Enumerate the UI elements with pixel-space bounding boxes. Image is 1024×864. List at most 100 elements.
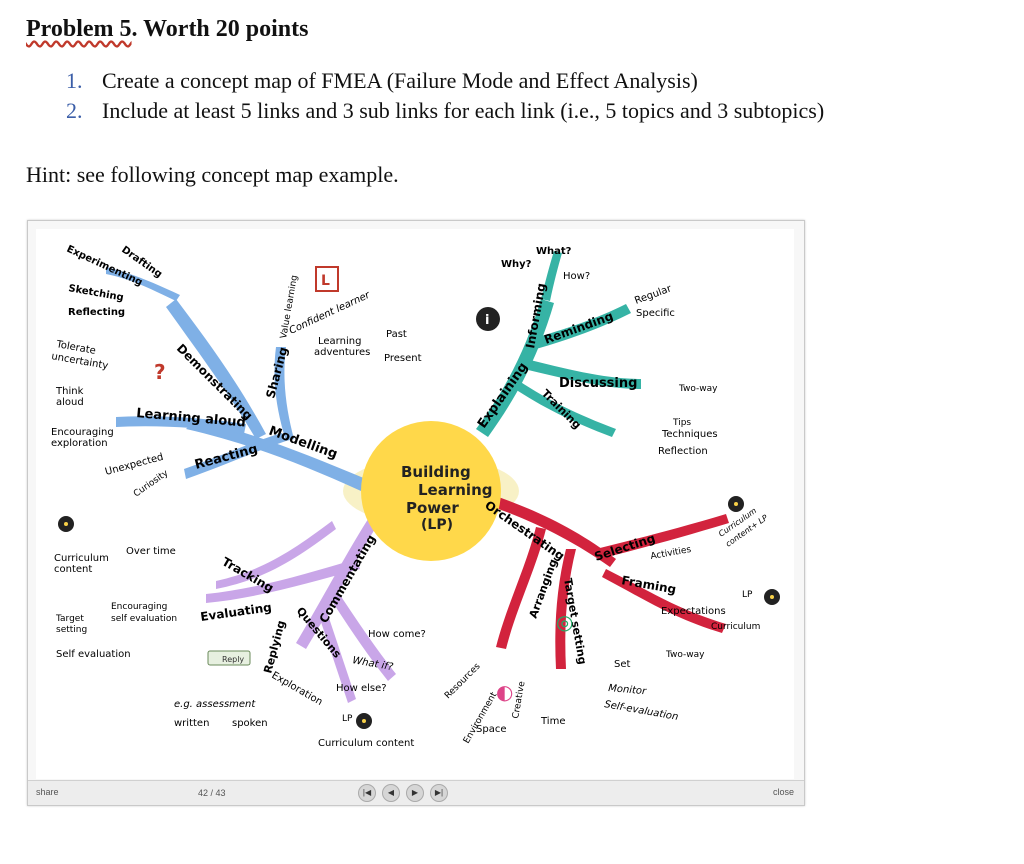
slide-viewer: Building Learning Power (LP) Modelling D… — [27, 220, 805, 806]
leaf-techniques: Techniques — [661, 429, 718, 440]
first-slide-button[interactable]: |◀ — [358, 784, 376, 802]
leaf-setting: setting — [56, 625, 87, 635]
leaf-written: written — [174, 718, 209, 729]
center-power: Power — [406, 499, 459, 517]
branch-reminding: Reminding — [542, 309, 615, 347]
center-learning: Learning — [418, 481, 493, 499]
problem-points: . Worth 20 points — [131, 16, 309, 42]
branch-explaining: Explaining — [475, 360, 531, 431]
problem-number: Problem 5 — [26, 16, 132, 42]
leaf-creative: Creative — [511, 680, 527, 719]
item-text: Include at least 5 links and 3 sub links… — [102, 98, 825, 123]
page-indicator: 42 / 43 — [198, 788, 226, 798]
reply-button-icon — [207, 650, 251, 666]
item-number: 2. — [66, 98, 83, 123]
concept-map-image: Building Learning Power (LP) Modelling D… — [36, 229, 794, 779]
leaf-specific: Specific — [636, 308, 675, 319]
leaf-sketching: Sketching — [67, 283, 124, 304]
leaf-past: Past — [386, 329, 407, 340]
leaf-monitor: Monitor — [608, 683, 648, 697]
concept-map: Building Learning Power (LP) Modelling D… — [50, 244, 780, 749]
leaf-aloud: aloud — [56, 397, 84, 408]
item-number: 1. — [66, 68, 83, 93]
info-icon-letter: i — [485, 313, 489, 328]
planet-icon: ◐ — [496, 680, 513, 704]
leaf-how: How? — [563, 271, 590, 282]
leaf-resources: Resources — [443, 661, 483, 701]
leaf-target: Target — [55, 614, 84, 624]
problem-title: Problem 5. Worth 20 points — [26, 16, 308, 43]
leaf-learning: Learning — [318, 336, 361, 347]
leaf-tips: Tips — [672, 418, 691, 428]
leaf-what: What? — [536, 246, 572, 257]
leaf-why: Why? — [501, 259, 532, 270]
leaf-uncertainty: uncertainty — [50, 351, 109, 372]
leaf-activities: Activities — [650, 545, 692, 562]
cd-icon-left-center — [64, 522, 68, 526]
leaf-expectations: Expectations — [661, 606, 726, 617]
leaf-how-come: How come? — [368, 629, 426, 640]
leaf-what-if: What if? — [351, 655, 394, 673]
last-slide-button[interactable]: ▶| — [430, 784, 448, 802]
l-plate-icon — [315, 266, 339, 292]
leaf-two-way: Two-way — [678, 384, 718, 394]
leaf-two-way-2: Two-way — [665, 650, 705, 660]
leaf-self-evaluation-r: Self-evaluation — [603, 699, 679, 723]
item-text: Create a concept map of FMEA (Failure Mo… — [102, 68, 698, 93]
leaf-time: Time — [540, 716, 565, 727]
leaf-lp-bottom: LP — [342, 714, 353, 724]
cd-icon-right-center — [770, 595, 774, 599]
leaf-encouraging: Encouraging — [51, 427, 114, 438]
leaf-self-evaluation-l: self evaluation — [111, 614, 177, 624]
leaf-reflecting: Reflecting — [68, 307, 125, 318]
prev-slide-button[interactable]: ◀ — [382, 784, 400, 802]
branch-discussing: Discussing — [559, 376, 637, 391]
instruction-item-1: 1. Create a concept map of FMEA (Failure … — [66, 68, 698, 94]
leaf-curriculum-r: Curriculum — [711, 622, 760, 632]
branch-selecting: Selecting — [593, 531, 657, 564]
cd-icon-bottom-center — [362, 719, 366, 723]
leaf-adventures: adventures — [314, 347, 370, 358]
leaf-reflection: Reflection — [658, 446, 708, 457]
leaf-encouraging-2: Encouraging — [111, 602, 167, 612]
slide-nav: |◀ ◀ ▶ ▶| — [358, 784, 448, 802]
leaf-curriculum-content: Curriculum content — [318, 738, 414, 749]
branch-exploration: Exploration — [270, 670, 325, 708]
l-plate-letter: L — [321, 273, 330, 289]
leaf-content-1: content — [54, 564, 92, 575]
center-lp: (LP) — [421, 517, 453, 533]
question-mark-icon: ? — [154, 360, 166, 384]
leaf-curriculum-1: Curriculum — [54, 553, 109, 564]
branch-sharing: Sharing — [263, 345, 290, 399]
leaf-present: Present — [384, 353, 422, 364]
cd-icon-top-right-center — [734, 502, 738, 506]
next-slide-button[interactable]: ▶ — [406, 784, 424, 802]
leaf-set: Set — [614, 659, 631, 670]
share-button[interactable]: share — [36, 787, 59, 797]
leaf-space: Space — [476, 724, 506, 735]
leaf-over-time: Over time — [126, 546, 176, 557]
instruction-item-2: 2. Include at least 5 links and 3 sub lin… — [66, 98, 824, 124]
reply-label: Reply — [222, 655, 244, 664]
center-building: Building — [401, 463, 471, 481]
leaf-lp-right: LP — [742, 590, 753, 600]
leaf-eg-assessment: e.g. assessment — [174, 699, 256, 710]
branch-evaluating: Evaluating — [199, 600, 272, 624]
viewer-toolbar: share 42 / 43 |◀ ◀ ▶ ▶| close — [28, 780, 804, 805]
leaf-environment: Environment — [462, 690, 500, 745]
leaf-regular: Regular — [633, 283, 674, 307]
leaf-curiosity: Curiosity — [132, 468, 171, 499]
branch-reacting: Reacting — [193, 442, 259, 473]
leaf-confident-learner: Confident learner — [288, 289, 373, 336]
hint-text: Hint: see following concept map example. — [26, 162, 399, 187]
leaf-spoken: spoken — [232, 718, 268, 729]
branch-replying: Replying — [261, 619, 288, 675]
leaf-think: Think — [55, 386, 84, 397]
info-icon — [476, 307, 500, 331]
branch-training: Training — [539, 387, 584, 432]
target-icon: ◎ — [556, 610, 573, 634]
leaf-exploration: exploration — [51, 438, 108, 449]
close-button[interactable]: close — [772, 787, 794, 797]
leaf-how-else: How else? — [336, 683, 387, 694]
leaf-self-evaluation-2: Self evaluation — [56, 649, 131, 660]
